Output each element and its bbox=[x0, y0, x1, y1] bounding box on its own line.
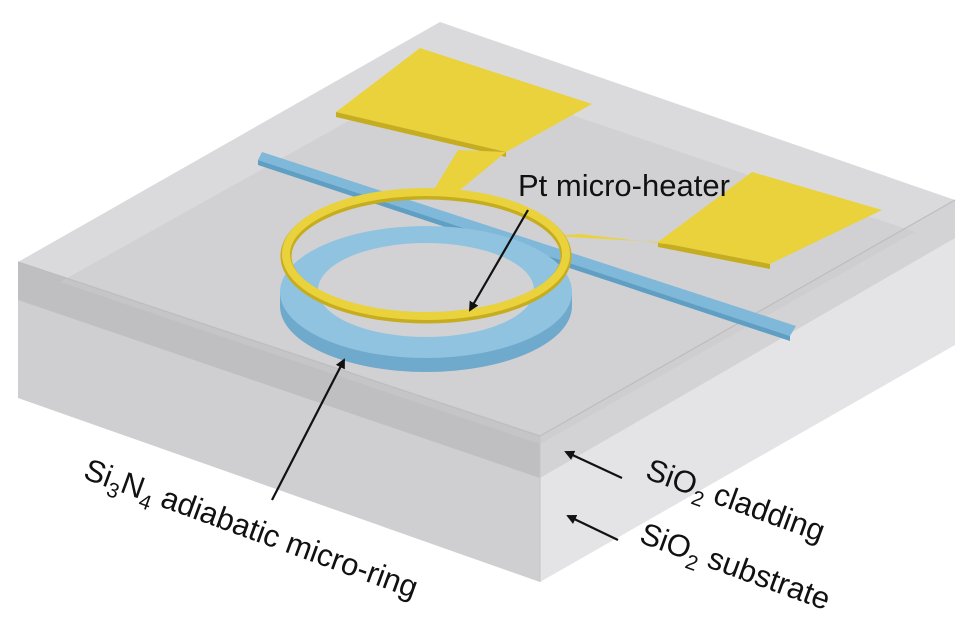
cladding-arrow bbox=[564, 450, 623, 479]
heater-label: Pt micro-heater bbox=[518, 168, 730, 203]
heater-lead-left bbox=[430, 150, 506, 200]
heater-pad-right bbox=[658, 172, 882, 264]
heater-arrow bbox=[468, 209, 529, 312]
cladding-left-band bbox=[18, 262, 540, 478]
heater-lead-right bbox=[552, 234, 700, 248]
substrate-arrow bbox=[566, 514, 619, 541]
cladding-right-band bbox=[540, 200, 955, 478]
ring-arrow bbox=[271, 358, 345, 501]
pt-micro-heater bbox=[280, 48, 882, 324]
heater-pad-left bbox=[336, 48, 592, 152]
